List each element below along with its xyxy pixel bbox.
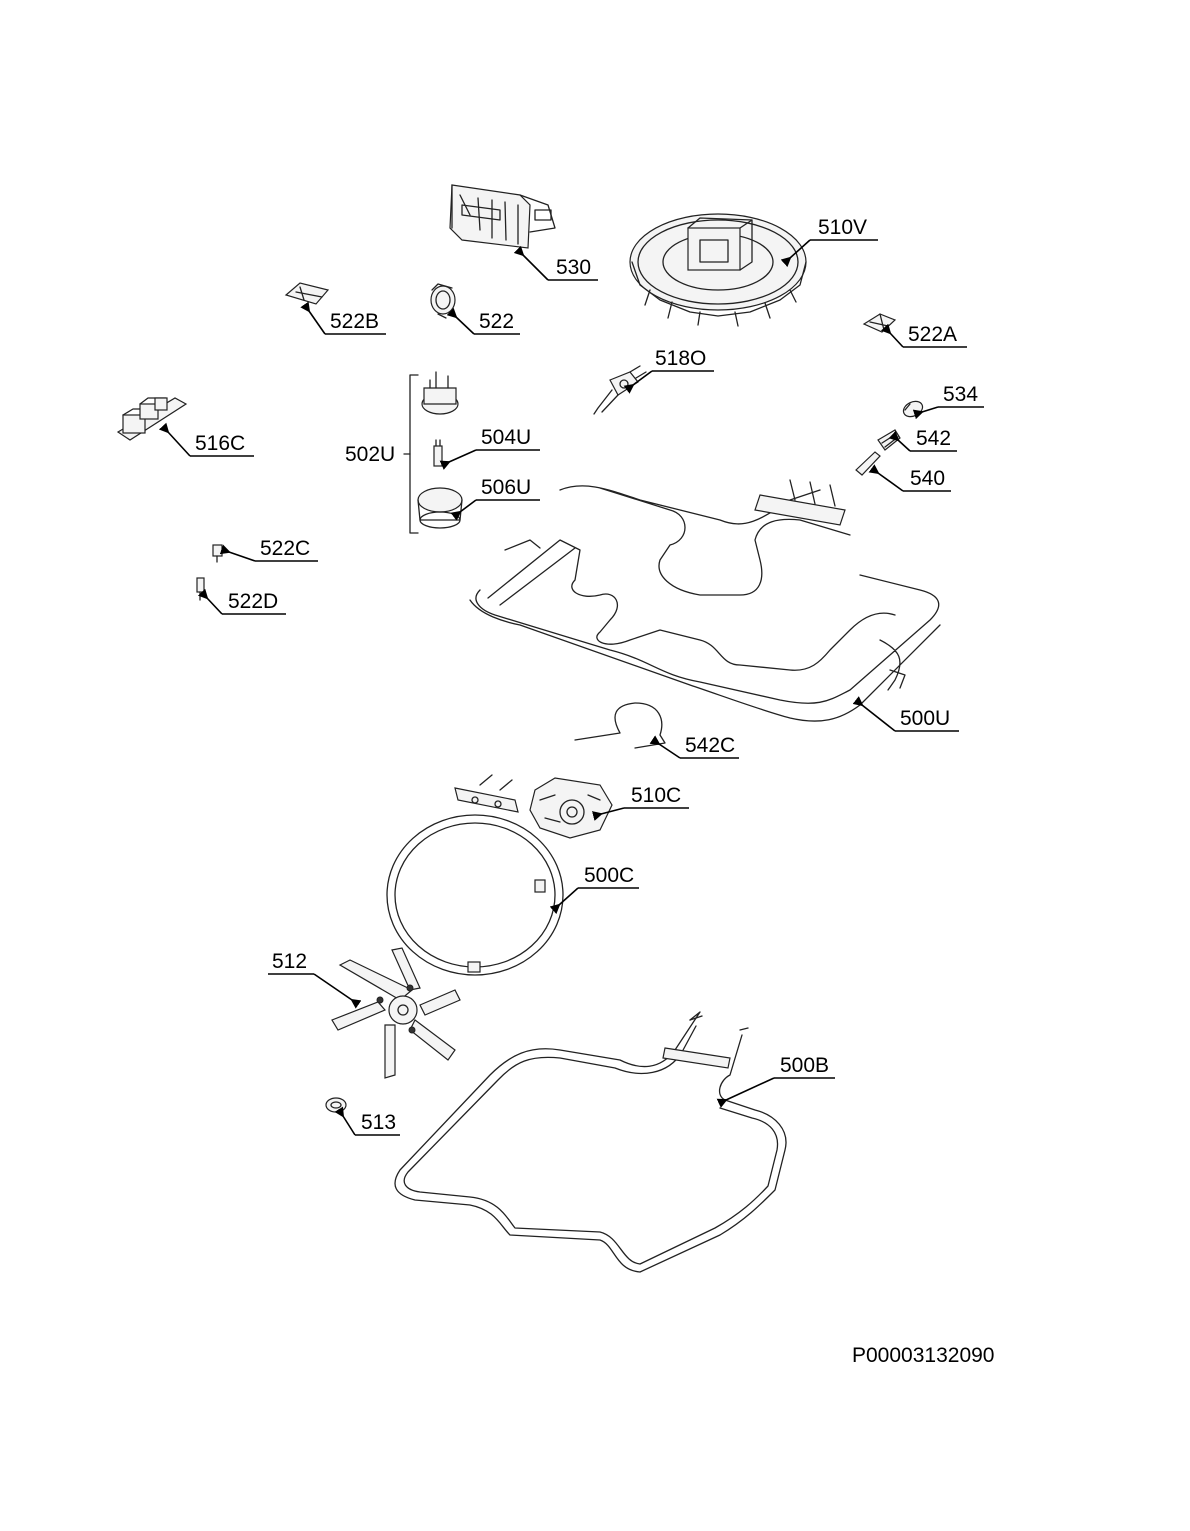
callout-label-504u: 504U bbox=[481, 426, 531, 449]
callout-label-510v: 510V bbox=[818, 216, 867, 239]
callout-510c: 510C bbox=[591, 784, 689, 821]
glass-cover-542-drawing bbox=[877, 429, 901, 451]
callout-516c: 516C bbox=[158, 422, 254, 457]
connector-522c-drawing bbox=[212, 544, 223, 563]
clip-504u-drawing bbox=[433, 439, 443, 467]
callout-label-500c: 500C bbox=[584, 864, 634, 887]
callout-label-534: 534 bbox=[943, 383, 978, 406]
thermostat-518o-drawing bbox=[593, 365, 647, 415]
callout-label-530: 530 bbox=[556, 256, 591, 279]
lamp-holder-522-drawing bbox=[430, 283, 456, 319]
callout-522: 522 bbox=[446, 307, 520, 335]
switch-522b-drawing bbox=[284, 282, 330, 305]
callout-500u: 500U bbox=[852, 696, 959, 732]
callout-530: 530 bbox=[513, 245, 598, 281]
fan-blade-512-drawing bbox=[331, 947, 461, 1079]
callout-518o: 518O bbox=[623, 347, 714, 394]
callout-512: 512 bbox=[268, 950, 362, 1009]
callout-522a: 522A bbox=[880, 323, 967, 348]
relay-board-516c-drawing bbox=[116, 397, 188, 441]
fan-motor-510c-drawing bbox=[529, 777, 613, 839]
callout-label-516c: 516C bbox=[195, 432, 245, 455]
callout-label-522a: 522A bbox=[908, 323, 957, 346]
cap-506u-drawing bbox=[417, 487, 463, 529]
group-label-502u: 502U bbox=[345, 443, 395, 466]
callout-label-506u: 506U bbox=[481, 476, 531, 499]
lamp-cover-540-drawing bbox=[855, 451, 881, 476]
callout-label-510c: 510C bbox=[631, 784, 681, 807]
callout-label-512: 512 bbox=[272, 950, 307, 973]
callout-500b: 500B bbox=[716, 1054, 835, 1108]
callout-542c: 542C bbox=[649, 734, 739, 759]
callout-504u: 504U bbox=[439, 426, 540, 470]
callout-label-522b: 522B bbox=[330, 310, 379, 333]
switch-522a-drawing bbox=[862, 313, 897, 333]
callout-500c: 500C bbox=[549, 864, 639, 915]
callout-540: 540 bbox=[868, 464, 951, 492]
document-code: P00003132090 bbox=[852, 1344, 994, 1367]
callout-label-513: 513 bbox=[361, 1111, 396, 1134]
cooling-fan-510v-drawing bbox=[629, 213, 807, 327]
group-bracket-label: 502U bbox=[345, 443, 395, 466]
callout-label-522c: 522C bbox=[260, 537, 310, 560]
callout-label-522: 522 bbox=[479, 310, 514, 333]
callout-label-522d: 522D bbox=[228, 590, 278, 613]
bottom-element-500b-drawing bbox=[394, 1011, 787, 1273]
circular-element-500c-drawing bbox=[386, 774, 564, 976]
lamp-534-drawing bbox=[902, 400, 924, 418]
terminal-block-530-drawing bbox=[449, 184, 556, 249]
callout-label-500u: 500U bbox=[900, 707, 950, 730]
callout-522b: 522B bbox=[300, 301, 386, 335]
nut-513-drawing bbox=[325, 1097, 347, 1113]
callout-label-542: 542 bbox=[916, 427, 951, 450]
callout-510v: 510V bbox=[780, 216, 878, 268]
callout-542: 542 bbox=[888, 427, 957, 452]
callout-label-540: 540 bbox=[910, 467, 945, 490]
grill-element-500u-drawing bbox=[469, 479, 941, 722]
thermal-cutout-502u-drawing bbox=[421, 371, 459, 415]
callout-534: 534 bbox=[912, 383, 984, 420]
callout-513: 513 bbox=[334, 1106, 400, 1136]
wire-clip-542c-drawing bbox=[574, 702, 666, 749]
callout-506u: 506U bbox=[450, 476, 540, 521]
connector-522d-drawing bbox=[196, 577, 205, 601]
callout-label-518o: 518O bbox=[655, 347, 706, 370]
callout-522d: 522D bbox=[197, 588, 286, 615]
callout-label-542c: 542C bbox=[685, 734, 735, 757]
group-bracket bbox=[403, 374, 419, 534]
callout-522c: 522C bbox=[219, 537, 318, 562]
callout-label-500b: 500B bbox=[780, 1054, 829, 1077]
